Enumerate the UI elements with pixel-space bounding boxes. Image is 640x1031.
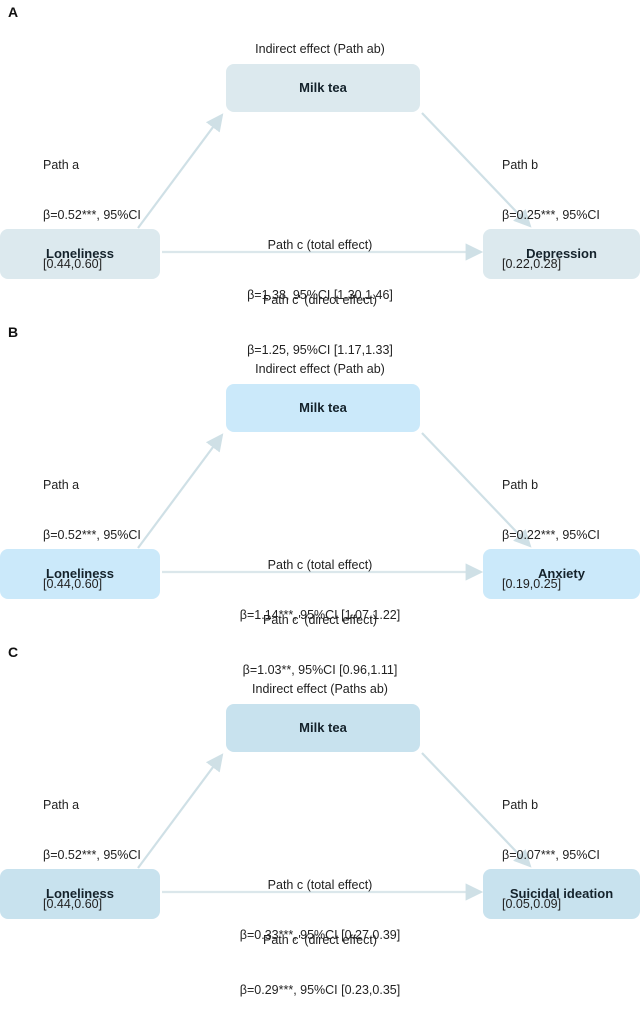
node-mediator-milk-tea[interactable]: Milk tea <box>226 704 420 752</box>
path-c-stats: β=1.38, 95%CI [1.30,1.46] <box>247 287 393 302</box>
path-a-line2: [0.44,0.60] <box>43 897 103 911</box>
path-b-line2: [0.19,0.25] <box>502 577 562 591</box>
node-mediator-milk-tea[interactable]: Milk tea <box>226 384 420 432</box>
path-c-prime-stats: β=0.29***, 95%CI [0.23,0.35] <box>239 982 401 997</box>
panel-b: B Indirect effect (Path ab) β=0.11***, 9… <box>0 320 640 677</box>
mediation-figure: A Indirect effect (Path ab) β=0.13***, 9… <box>0 0 640 997</box>
path-c-prime-label-a: Path c' (direct effect) β=1.25, 95%CI [1… <box>150 259 490 391</box>
path-a-label-b: Path a β=0.52***, 95%CI [0.44,0.60] <box>43 444 141 626</box>
path-b-title: Path b <box>502 158 539 172</box>
path-b-line2: [0.22,0.28] <box>502 257 562 271</box>
path-a-title: Path a <box>43 478 80 492</box>
path-c-label-b: Path c (total effect) β=1.14***, 95%CI [… <box>150 524 490 656</box>
panel-letter-b: B <box>8 324 19 340</box>
path-a-line1: β=0.52***, 95%CI <box>43 847 141 862</box>
path-b-label-c: Path b β=0.07***, 95%CI [0.05,0.09] <box>502 764 600 946</box>
path-b-label-b: Path b β=0.22***, 95%CI [0.19,0.25] <box>502 444 600 626</box>
path-b-title: Path b <box>502 478 539 492</box>
path-b-line1: β=0.22***, 95%CI <box>502 527 600 542</box>
path-b-line1: β=0.25***, 95%CI <box>502 207 600 222</box>
path-c-prime-title: Path c' (direct effect) <box>262 613 377 627</box>
path-b-line1: β=0.07***, 95%CI <box>502 847 600 862</box>
path-a-label-a: Path a β=0.52***, 95%CI [0.44,0.60] <box>43 124 141 306</box>
path-a-title: Path a <box>43 798 80 812</box>
indirect-effect-title: Indirect effect (Paths ab) <box>252 682 388 696</box>
path-a-line1: β=0.52***, 95%CI <box>43 207 141 222</box>
path-c-label-c: Path c (total effect) β=0.33***, 95%CI [… <box>150 844 490 976</box>
path-c-title: Path c (total effect) <box>267 558 373 572</box>
path-c-stats: β=0.33***, 95%CI [0.27,0.39] <box>239 927 401 942</box>
path-b-label-a: Path b β=0.25***, 95%CI [0.22,0.28] <box>502 124 600 306</box>
node-outcome-depression[interactable]: Depression <box>483 229 640 279</box>
node-mediator-milk-tea[interactable]: Milk tea <box>226 64 420 112</box>
panel-letter-c: C <box>8 644 19 660</box>
path-c-prime-title: Path c' (direct effect) <box>262 293 377 307</box>
path-a-label-c: Path a β=0.52***, 95%CI [0.44,0.60] <box>43 764 141 946</box>
path-c-prime-title: Path c' (direct effect) <box>262 933 377 947</box>
path-c-prime-label-c: Path c' (direct effect) β=0.29***, 95%CI… <box>150 899 490 1031</box>
path-a-line2: [0.44,0.60] <box>43 257 103 271</box>
path-b-line2: [0.05,0.09] <box>502 897 562 911</box>
indirect-effect-title: Indirect effect (Path ab) <box>255 362 385 376</box>
node-outcome-suicidal-ideation[interactable]: Suicidal ideation <box>483 869 640 919</box>
path-c-prime-stats: β=1.03**, 95%CI [0.96,1.11] <box>242 662 398 677</box>
panel-c: C Indirect effect (Paths ab) β=0.04***, … <box>0 640 640 997</box>
panel-a: A Indirect effect (Path ab) β=0.13***, 9… <box>0 0 640 357</box>
path-c-prime-label-b: Path c' (direct effect) β=1.03**, 95%CI … <box>150 579 490 711</box>
path-c-title: Path c (total effect) <box>267 878 373 892</box>
path-c-title: Path c (total effect) <box>267 238 373 252</box>
node-predictor-loneliness[interactable]: Loneliness <box>0 229 160 279</box>
path-a-line1: β=0.52***, 95%CI <box>43 527 141 542</box>
node-predictor-loneliness[interactable]: Loneliness <box>0 869 160 919</box>
path-c-stats: β=1.14***, 95%CI [1.07,1.22] <box>239 607 401 622</box>
path-a-title: Path a <box>43 158 80 172</box>
node-predictor-loneliness[interactable]: Loneliness <box>0 549 160 599</box>
path-c-label-a: Path c (total effect) β=1.38, 95%CI [1.3… <box>150 204 490 336</box>
node-outcome-anxiety[interactable]: Anxiety <box>483 549 640 599</box>
path-b-title: Path b <box>502 798 539 812</box>
panel-letter-a: A <box>8 4 19 20</box>
path-a-line2: [0.44,0.60] <box>43 577 103 591</box>
path-c-prime-stats: β=1.25, 95%CI [1.17,1.33] <box>247 342 393 357</box>
indirect-effect-title: Indirect effect (Path ab) <box>255 42 385 56</box>
